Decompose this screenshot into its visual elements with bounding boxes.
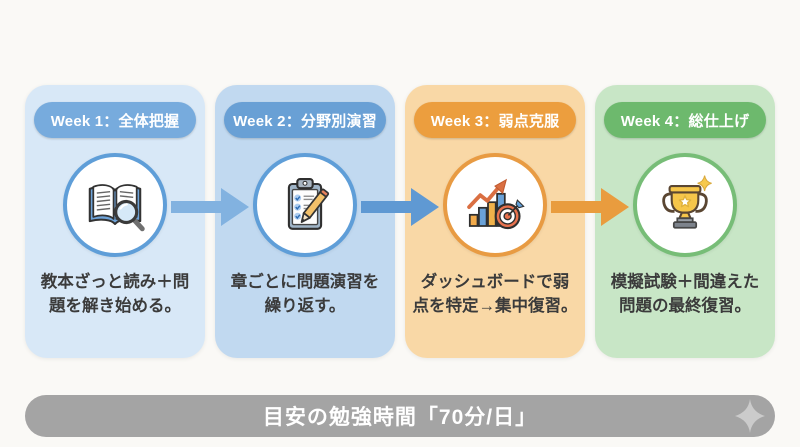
week4-card: Week 4：総仕上げ 模擬試験＋間違えた 問題の最終復習。 [595, 85, 775, 358]
week4-header-pill: Week 4：総仕上げ [604, 102, 766, 138]
week3-icon-circle [443, 153, 547, 257]
chart-target-icon [467, 178, 525, 230]
clipboard-checklist-pencil-icon [287, 178, 330, 230]
book-magnifier-icon [88, 184, 145, 232]
flow-arrow-2 [361, 188, 439, 226]
week1-description: 教本ざっと読み＋問 題を解き始める。 [40, 273, 190, 315]
week4-description: 模擬試験＋間違えた 問題の最終復習。 [610, 273, 760, 315]
footer-bar: 目安の勉強時間「70分/日」 [25, 395, 775, 437]
week-cards-row: Week 1：全体把握 教 [25, 85, 775, 358]
week3-card: Week 3：弱点克服 [405, 85, 585, 358]
week2-icon-circle [253, 153, 357, 257]
week1-header-pill: Week 1：全体把握 [34, 102, 196, 138]
week2-description: 章ごとに問題演習を 繰り返す。 [230, 273, 380, 315]
week4-icon-circle [633, 153, 737, 257]
trophy-icon [662, 175, 712, 229]
week3-header-pill: Week 3：弱点克服 [414, 102, 576, 138]
sparkle-icon [735, 399, 765, 433]
week3-description: ダッシュボードで弱 点を特定→集中復習。 [412, 273, 578, 315]
flow-arrow-3 [551, 188, 629, 226]
week1-icon-circle [63, 153, 167, 257]
flow-arrow-1 [171, 188, 249, 226]
week1-card: Week 1：全体把握 教 [25, 85, 205, 358]
footer-label: 目安の勉強時間「70分/日」 [262, 406, 538, 429]
week2-card: Week 2：分野別演習 [215, 85, 395, 358]
week2-header-pill: Week 2：分野別演習 [224, 102, 386, 138]
